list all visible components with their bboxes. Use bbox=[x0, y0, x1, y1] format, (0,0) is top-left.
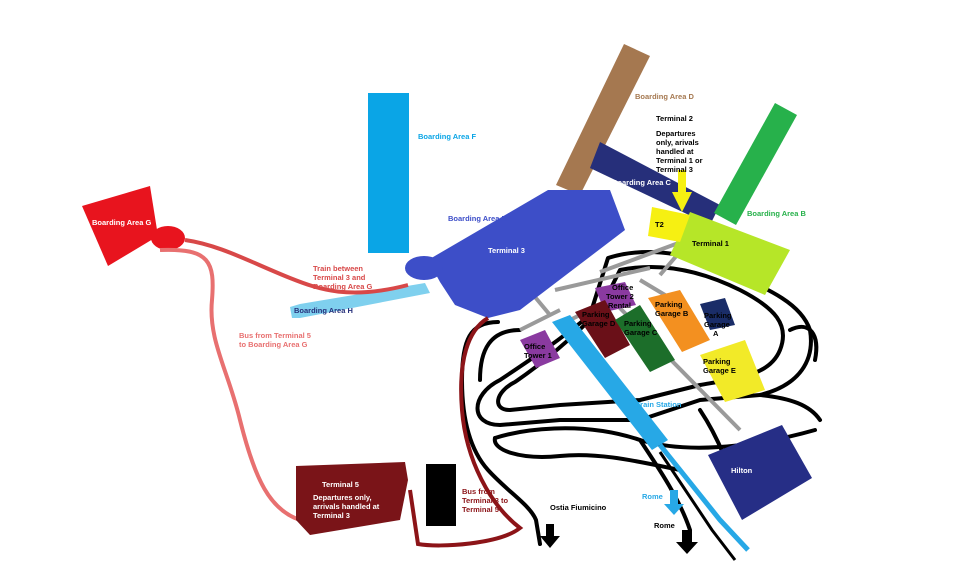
bus-t3-t5-vehicle bbox=[426, 464, 456, 526]
label-terminal-2-title: Terminal 2 bbox=[656, 114, 693, 123]
parking-garage-c bbox=[615, 305, 675, 372]
label-terminal-2-note-5: Terminal 3 bbox=[656, 165, 693, 174]
label-boarding-area-g: Boarding Area G bbox=[92, 218, 151, 227]
train-station-platform bbox=[552, 315, 668, 450]
label-parking-a-1: Parking bbox=[704, 311, 732, 320]
label-parking-e-2: Garage E bbox=[703, 366, 736, 375]
label-terminal-5-note-2: arrivals handled at bbox=[313, 502, 380, 511]
label-boarding-area-b: Boarding Area B bbox=[747, 209, 806, 218]
label-boarding-area-f: Boarding Area F bbox=[418, 132, 476, 141]
boarding-area-h bbox=[290, 283, 430, 318]
label-bus-t5-2: to Boarding Area G bbox=[239, 340, 308, 349]
label-parking-d-2: Garage D bbox=[582, 319, 616, 328]
label-terminal-5: Terminal 5 bbox=[322, 480, 359, 489]
label-train-1: Train between bbox=[313, 264, 363, 273]
label-train-station: Train Station bbox=[636, 400, 682, 409]
label-boarding-area-d: Boarding Area D bbox=[635, 92, 694, 101]
label-terminal-2-note-1: Departures bbox=[656, 129, 696, 138]
train-line-terminal3-g bbox=[184, 238, 409, 295]
label-rome-blue: Rome bbox=[642, 492, 663, 501]
terminal-3-satellite bbox=[405, 256, 443, 280]
parking-garage-d bbox=[575, 300, 630, 358]
label-train-2: Terminal 3 and bbox=[313, 273, 366, 282]
label-parking-b-1: Parking bbox=[655, 300, 683, 309]
label-terminal-2-note-4: Terminal 1 or bbox=[656, 156, 703, 165]
label-parking-a-2: Garage bbox=[704, 320, 730, 329]
label-parking-b-2: Garage B bbox=[655, 309, 689, 318]
label-boarding-area-h: Boarding Area H bbox=[294, 306, 353, 315]
bus-route-t3-t5 bbox=[408, 316, 524, 548]
boarding-area-c bbox=[590, 142, 720, 225]
label-boarding-area-c: Boarding Area C bbox=[612, 178, 671, 187]
hilton bbox=[708, 425, 812, 520]
label-bus-t3-2: Terminal 3 to bbox=[462, 496, 509, 505]
boarding-area-d bbox=[556, 44, 650, 195]
label-parking-c-1: Parking bbox=[624, 319, 652, 328]
label-bus-t3-1: Bus from bbox=[462, 487, 495, 496]
label-terminal-2-note-3: handled at bbox=[656, 147, 694, 156]
t2-arrow-icon bbox=[672, 170, 692, 212]
label-terminal-5-note-1: Departures only, bbox=[313, 493, 372, 502]
label-bus-t5-1: Bus from Terminal 5 bbox=[239, 331, 311, 340]
label-office-tower-2-1: Office bbox=[612, 283, 633, 292]
terminal-3 bbox=[428, 190, 625, 318]
parking-garage-a bbox=[700, 298, 735, 330]
boarding-area-g bbox=[82, 186, 158, 266]
parking-garage-e bbox=[700, 340, 765, 402]
label-office-tower-2-2: Tower 2 bbox=[606, 292, 634, 301]
rail-line bbox=[552, 315, 750, 561]
boarding-area-g-satellite bbox=[151, 226, 185, 250]
label-parking-e-1: Parking bbox=[703, 357, 731, 366]
label-ostia: Ostia Fiumicino bbox=[550, 503, 607, 512]
label-parking-c-2: Garage C bbox=[624, 328, 658, 337]
office-tower-1 bbox=[520, 330, 560, 368]
label-rome-black: Rome bbox=[654, 521, 675, 530]
rome-arrow-black-icon bbox=[676, 530, 698, 554]
label-terminal-2-note-2: only, arivals bbox=[656, 138, 699, 147]
terminal-5 bbox=[296, 462, 408, 535]
label-bus-t3-3: Terminal 5 bbox=[462, 505, 499, 514]
parking-garage-b bbox=[648, 290, 710, 352]
label-hilton: Hilton bbox=[731, 466, 753, 475]
label-office-tower-1-2: Tower 1 bbox=[524, 351, 552, 360]
label-rental: Rental bbox=[608, 301, 631, 310]
label-parking-a-3: A bbox=[713, 329, 719, 338]
label-train-3: Boarding Area G bbox=[313, 282, 372, 291]
rome-arrow-blue-icon bbox=[664, 490, 684, 515]
label-boarding-area-e: Boarding Area E bbox=[448, 214, 506, 223]
terminal-2-building bbox=[648, 207, 690, 242]
ostia-arrow-icon bbox=[540, 524, 560, 548]
label-terminal-3: Terminal 3 bbox=[488, 246, 525, 255]
label-terminal-1: Terminal 1 bbox=[692, 239, 729, 248]
terminal-1 bbox=[670, 212, 790, 295]
boarding-area-f bbox=[368, 93, 409, 253]
bus-route-t5-g bbox=[159, 247, 301, 522]
label-t2: T2 bbox=[655, 220, 664, 229]
boarding-area-b bbox=[714, 103, 797, 225]
label-terminal-5-note-3: Terminal 3 bbox=[313, 511, 350, 520]
label-parking-d-1: Parking bbox=[582, 310, 610, 319]
label-office-tower-1-1: Office bbox=[524, 342, 545, 351]
